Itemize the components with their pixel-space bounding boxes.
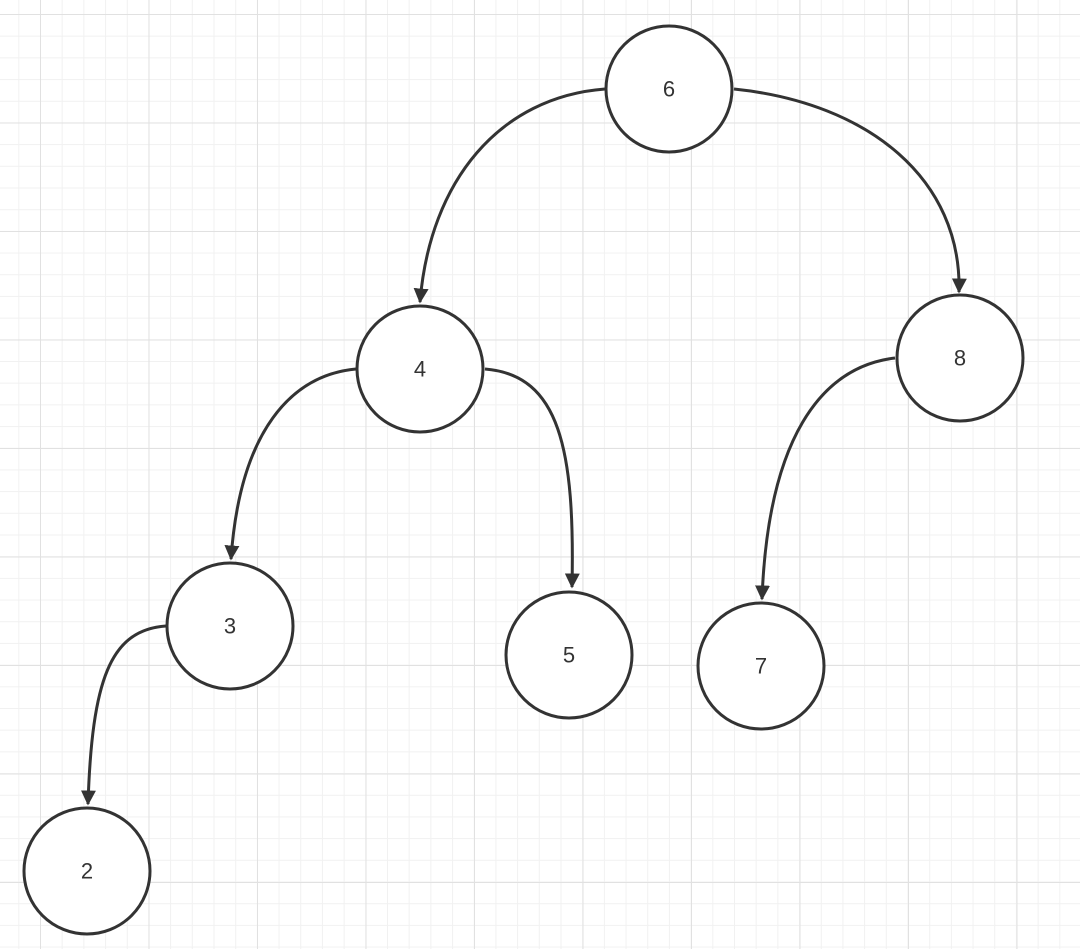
node-label: 8	[954, 346, 966, 371]
tree-node: 2	[22, 806, 152, 936]
edge-8-to-7	[755, 356, 896, 601]
tree-node: 4	[355, 304, 485, 434]
node-label: 7	[755, 654, 767, 679]
edge-6-to-4	[413, 87, 606, 304]
node-circle	[895, 293, 1025, 423]
node-circle	[355, 304, 485, 434]
tree-node: 3	[165, 561, 295, 691]
node-label: 2	[81, 859, 93, 884]
node-circle	[165, 561, 295, 691]
tree-node: 6	[604, 24, 734, 154]
edge-3-to-2	[80, 624, 167, 806]
node-circle	[696, 601, 826, 731]
node-label: 5	[563, 643, 575, 668]
tree-node: 5	[504, 590, 634, 720]
edge-4-to-3	[224, 367, 357, 561]
tree-node: 7	[696, 601, 826, 731]
node-label: 3	[224, 614, 236, 639]
node-circle	[504, 590, 634, 720]
node-label: 6	[663, 77, 675, 102]
node-circle	[22, 806, 152, 936]
node-circle	[604, 24, 734, 154]
tree-node: 8	[895, 293, 1025, 423]
node-label: 4	[414, 357, 426, 382]
edge-6-to-8	[733, 87, 967, 294]
edge-4-to-5	[484, 367, 580, 589]
